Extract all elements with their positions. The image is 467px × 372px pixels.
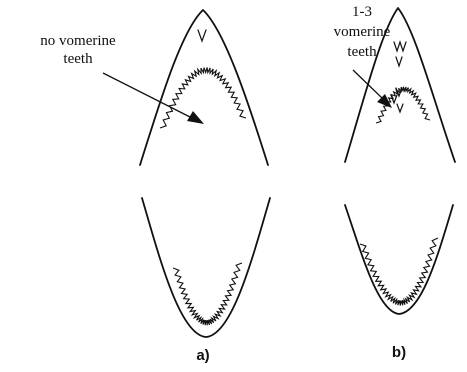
panel-b-label: b) [392,344,406,361]
panel-b-annotation-line-1: 1-3 [352,4,372,20]
panel-a-arrow-head [187,111,204,124]
panel-b-vomerine-tooth-3 [397,104,403,112]
panel-b-lower-jaw-outline [345,205,453,314]
panel-a-annotation-line-1: no vomerine [40,33,116,49]
panel-a-label: a) [196,347,209,364]
panel-b-annotation-line-3: teeth [347,44,377,60]
panel-a-upper-jaw-outline [140,10,268,165]
panel-a-lower-jaw-outline [142,198,270,337]
panel-b: 1-3 vomerine teeth b) [334,4,455,361]
panel-b-vomerine-tooth-2 [391,95,397,103]
panel-b-tip-tooth-lower [396,57,402,66]
panel-b-tip-teeth [394,42,406,51]
panel-b-annotation-line-2: vomerine [334,24,391,40]
panel-a: no vomerine teeth a) [40,10,270,364]
panel-b-lower-tooth-row [360,238,438,306]
panel-b-annotation-arrow [353,70,383,99]
panel-a-upper-tooth-row [160,67,246,128]
panel-a-tip-tooth [198,30,206,41]
panel-a-annotation-line-2: teeth [63,51,93,67]
